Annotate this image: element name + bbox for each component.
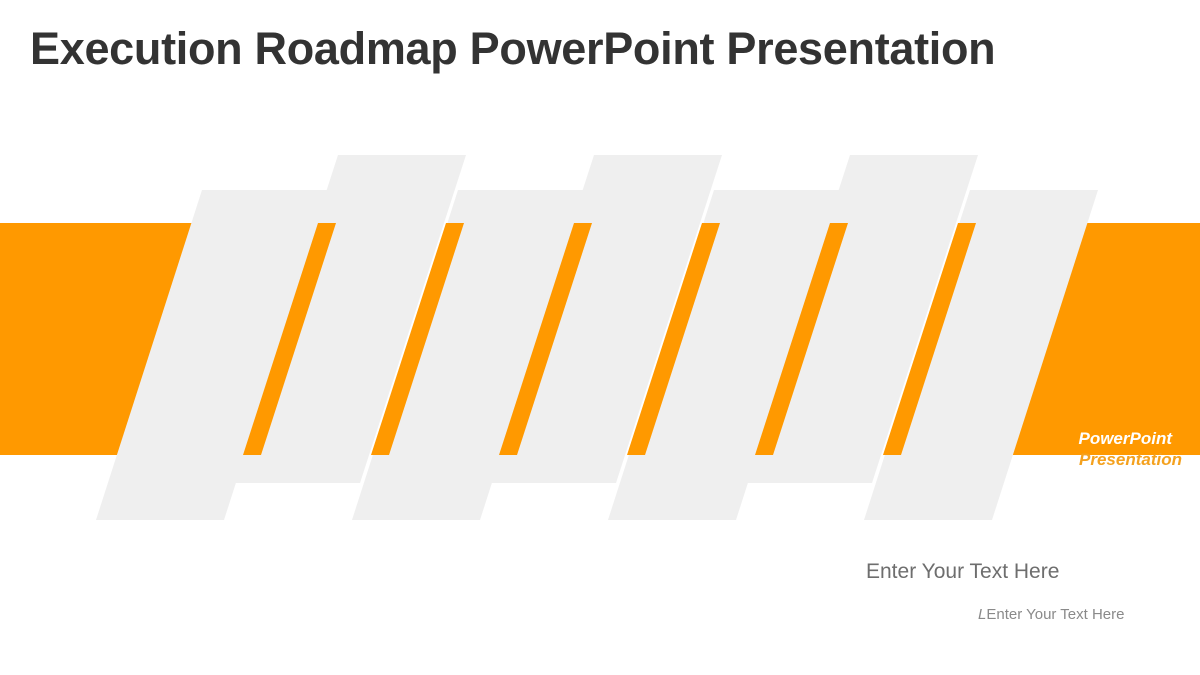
orange-sliver-5 [755, 223, 848, 455]
placeholder-secondary-label: Enter Your Text Here [986, 606, 1125, 623]
orange-sliver-2 [371, 223, 464, 455]
brand-line-presentation: Presentation [1079, 450, 1182, 469]
gray-slab-7 [864, 190, 1098, 520]
right-orange-band [1002, 223, 1200, 455]
gray-slab-3 [352, 190, 586, 520]
orange-sliver-3 [499, 223, 592, 455]
orange-sliver-1 [243, 223, 336, 455]
orange-sliver-4 [627, 223, 720, 455]
gray-slab-6 [744, 155, 978, 483]
placeholder-lead-mark: L [978, 606, 987, 623]
gray-slab-4 [488, 155, 722, 483]
page-title: Execution Roadmap PowerPoint Presentatio… [30, 23, 996, 74]
gray-slab-5 [608, 190, 842, 520]
text-placeholder-secondary[interactable]: LEnter Your Text Here [978, 604, 1125, 626]
orange-sliver-6 [883, 223, 976, 455]
brand-line-powerpoint: PowerPoint [1078, 429, 1172, 448]
text-placeholder-primary[interactable]: Enter Your Text Here [866, 560, 1060, 583]
brand-lockup: PowerPoint Presentation [930, 428, 1190, 470]
gray-slab-1 [96, 190, 330, 520]
gray-slab-2 [232, 155, 466, 483]
left-orange-band [0, 223, 196, 455]
